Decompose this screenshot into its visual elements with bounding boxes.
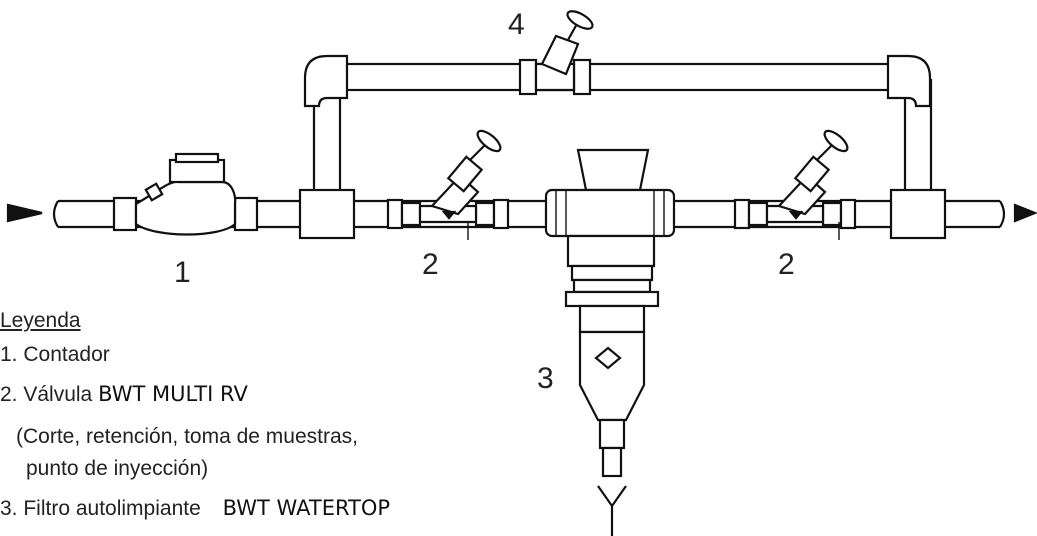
bypass-pipe xyxy=(298,54,947,240)
valve-left-icon xyxy=(386,129,510,240)
legend-item-valve-note-2: punto de inyección) xyxy=(26,457,209,480)
legend-item-meter: 1. Contador xyxy=(0,343,110,366)
legend-item-valve-brand: BWT MULTI RV xyxy=(98,382,248,406)
label-filter: 3 xyxy=(537,362,554,395)
water-meter-icon xyxy=(112,152,259,236)
outlet-arrow-icon xyxy=(1013,203,1037,223)
label-bypass-valve: 4 xyxy=(508,8,525,41)
legend-item-valve-note-1: (Corte, retención, toma de muestras, xyxy=(16,425,358,448)
bypass-valve-icon xyxy=(518,10,594,96)
legend-title: Leyenda xyxy=(0,309,81,332)
valve-right-icon xyxy=(733,129,857,240)
legend-item-valve-label: 2. Válvula xyxy=(0,383,93,406)
self-cleaning-filter-icon xyxy=(544,148,676,536)
inlet-arrow-icon xyxy=(6,203,43,223)
legend-item-filter-brand: BWT WATERTOP xyxy=(222,496,391,520)
legend-item-filter-label: 3. Filtro autolimpiante xyxy=(0,497,201,520)
label-valve-right: 2 xyxy=(778,248,795,281)
label-valve-left: 2 xyxy=(422,248,439,281)
label-meter: 1 xyxy=(174,256,191,289)
legend-item-valve: 2. Válvula BWT MULTI RV xyxy=(0,382,248,406)
legend-item-filter: 3. Filtro autolimpiante BWT WATERTOP xyxy=(0,496,391,520)
